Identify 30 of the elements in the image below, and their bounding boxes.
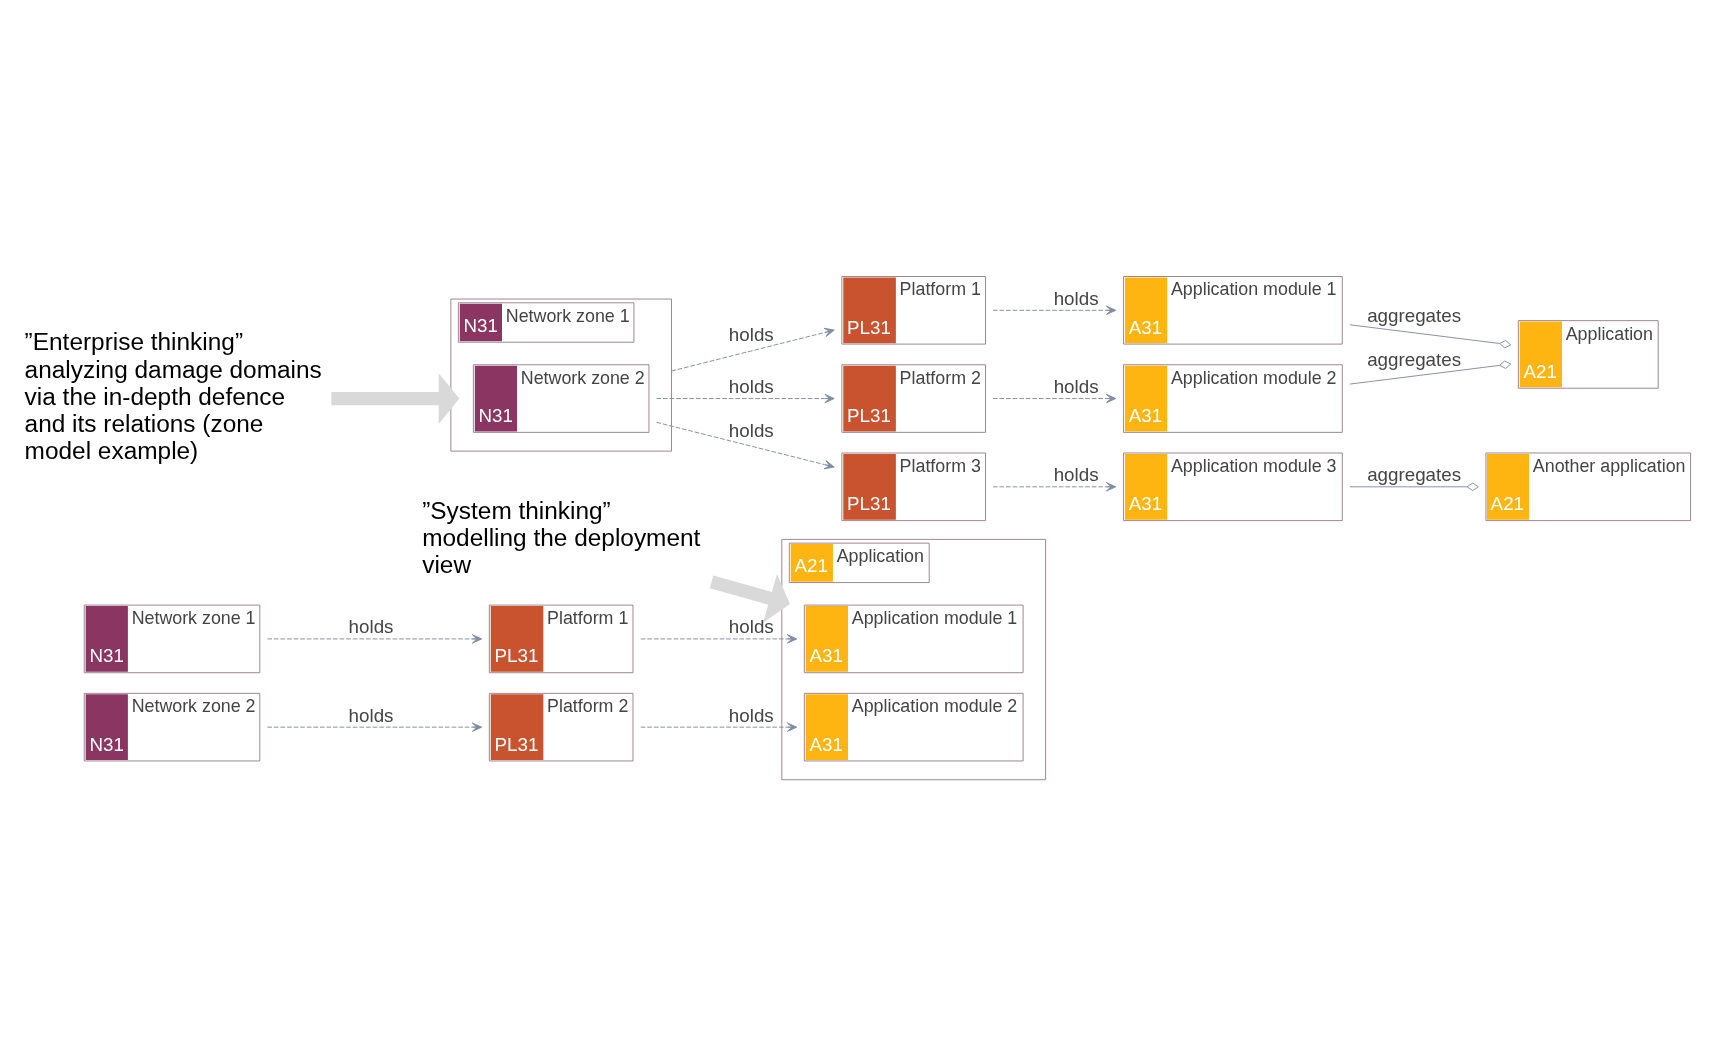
connector — [1349, 482, 1479, 492]
arrow — [992, 305, 1117, 315]
arrow — [266, 634, 483, 644]
arrow — [992, 482, 1117, 492]
arrow — [992, 393, 1117, 404]
edge-label: holds — [348, 616, 394, 638]
edge-label: aggregates — [1367, 464, 1462, 486]
edge-label: holds — [348, 704, 394, 726]
edge-label: aggregates — [1367, 304, 1462, 326]
connector — [1349, 360, 1512, 385]
arrow — [331, 373, 460, 424]
arrow — [640, 634, 798, 644]
edge-label: holds — [728, 616, 774, 638]
edge-label: holds — [728, 704, 774, 726]
edge-label: holds — [1053, 287, 1099, 309]
edge-label: aggregates — [1367, 348, 1462, 370]
edge-label: holds — [1053, 464, 1099, 486]
node-text: ”System thinking” modelling the deployment view — [422, 496, 701, 578]
edge-label: holds — [728, 420, 774, 442]
arrow — [709, 574, 790, 623]
arrow — [656, 421, 835, 470]
node-text: ”Enterprise thinking” analyzing damage domains via the in-depth defence and its relations (zone model example) — [24, 328, 322, 465]
edge-label: holds — [728, 375, 774, 397]
arrow — [266, 722, 483, 732]
arrow — [656, 393, 835, 404]
arrow — [640, 722, 798, 732]
arrow — [671, 327, 835, 372]
edge-label: holds — [728, 324, 774, 346]
edge-label: holds — [1053, 375, 1099, 397]
connector — [1349, 324, 1512, 349]
